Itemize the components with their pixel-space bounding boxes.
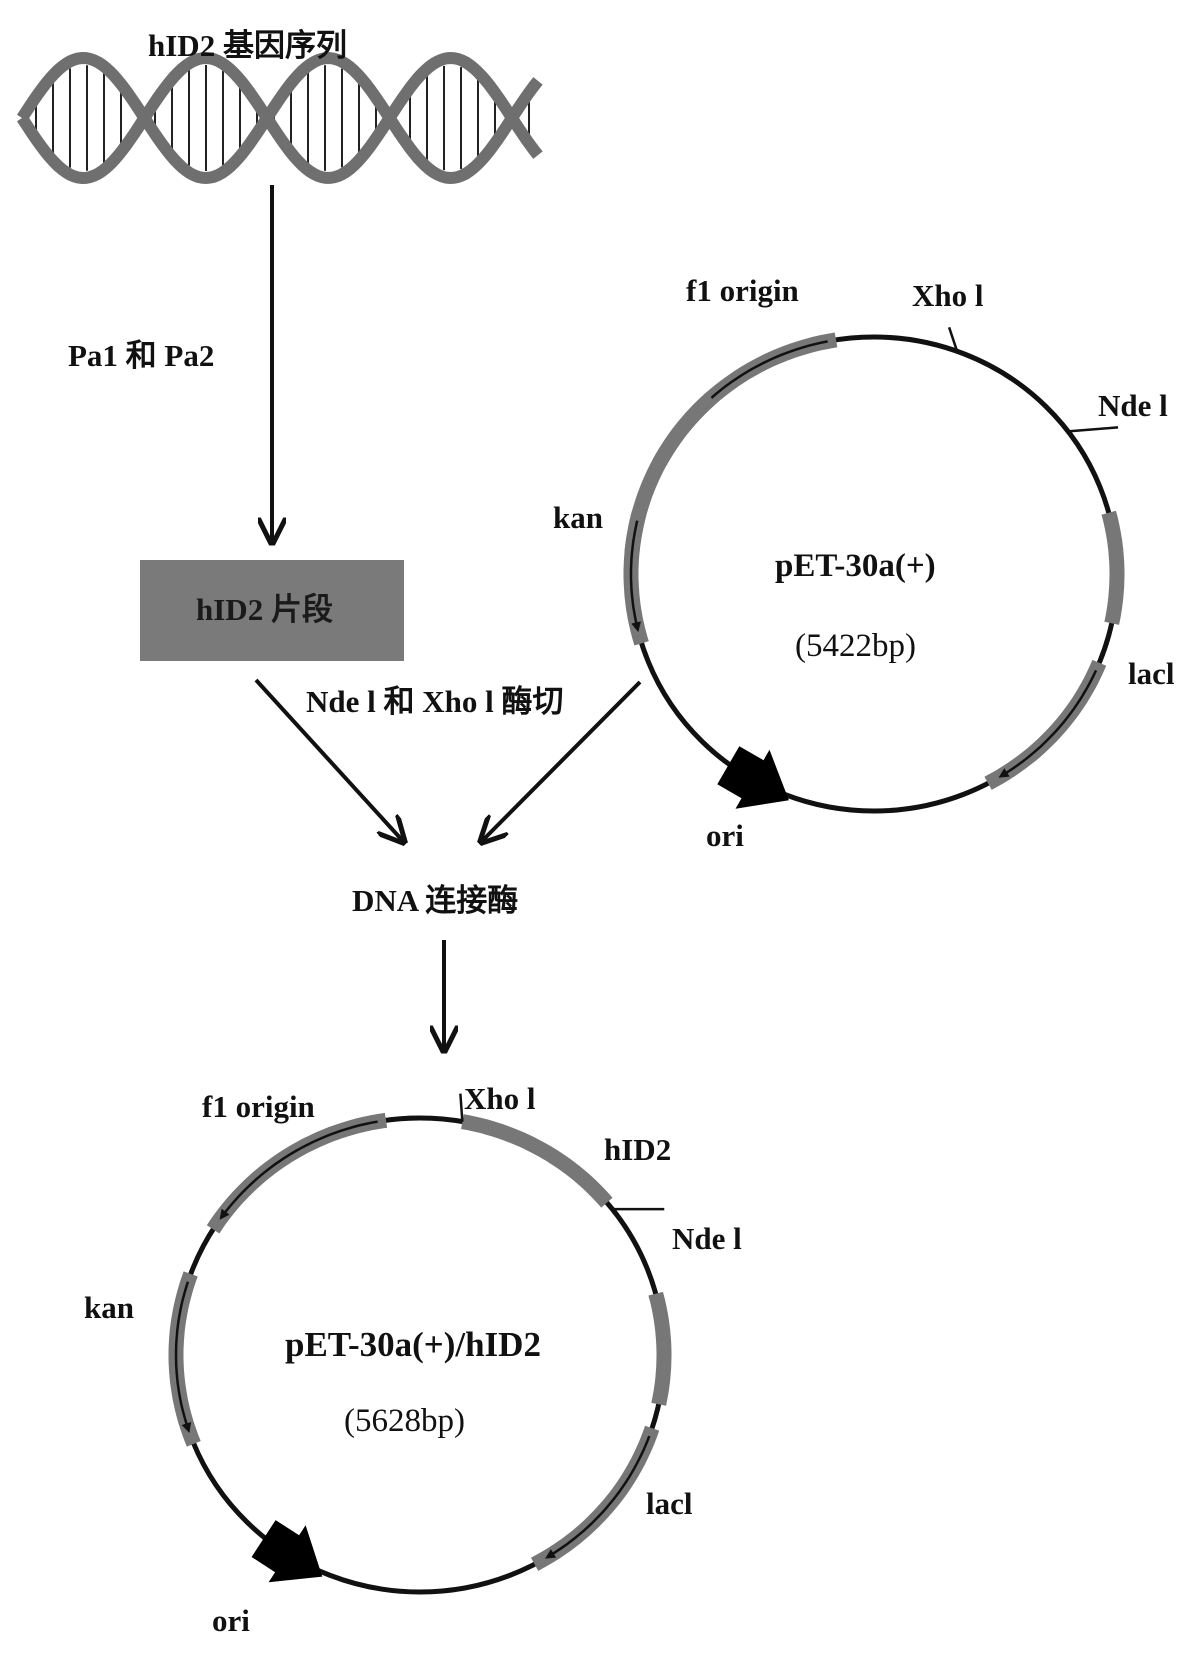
recombinant-plasmid [168,1093,672,1595]
recombinant-f1-origin-segment [206,1112,388,1234]
vector-lacl-label: lacl [1128,656,1175,691]
recombinant-ori-label: ori [212,1603,250,1638]
primer-label: Pa1 和 Pa2 [68,338,215,373]
recombinant-xho-site-tick [459,1093,464,1122]
vector-plasmid [623,326,1125,814]
vector-ori-label: ori [706,818,744,853]
vector-kan-label: kan [553,500,603,535]
recombinant-kan-segment-direction-arrow [174,1281,192,1433]
recombinant-kan-label: kan [84,1290,134,1325]
vector-nde-site-tick [1067,426,1119,433]
vector-lacl-segment-direction-arrow [998,669,1098,778]
ligase-label: DNA 连接酶 [352,883,519,918]
arrow-fragment-to-ligase [254,678,402,840]
recombinant-insert-label: hID2 [604,1132,672,1167]
vector-nde-label: Nde l [1098,388,1168,423]
vector-f1-origin-segment-direction-arrow [665,340,828,453]
vector-kan-segment-top [624,392,717,555]
dna-helix-icon [16,51,543,185]
gene-sequence-title: hID2 基因序列 [148,28,347,63]
recombinant-nde-label: Nde l [672,1221,742,1256]
recombinant-name: pET-30a(+)/hID2 [285,1325,541,1364]
recombinant-f1-label: f1 origin [202,1089,315,1124]
vector-xho-site-tick [947,326,959,352]
vector-f1-origin-segment [652,332,838,467]
vector-kan-segment-direction-arrow [629,520,641,633]
recombinant-lacl-segment-upper [648,1291,672,1406]
vector-size: (5422bp) [795,628,916,664]
vector-lacl-segment [984,659,1107,790]
vector-xho-label: Xho l [912,278,984,313]
recombinant-lacl-label: lacl [646,1486,693,1521]
recombinant-ori-arrow-icon [251,1520,323,1583]
recombinant-size: (5628bp) [344,1403,465,1439]
vector-ori-arrow-icon [717,746,789,809]
hid2-fragment-box [140,560,404,661]
recombinant-xho-label: Xho l [464,1081,536,1116]
vector-f1-label: f1 origin [686,273,799,308]
recombinant-hid2-segment [461,1114,613,1208]
recombinant-lacl-segment-direction-arrow [545,1435,651,1559]
arrow-vector-to-ligase [483,680,642,840]
fragment-label: hID2 片段 [196,592,333,627]
recombinant-f1-origin-segment-direction-arrow [219,1120,378,1220]
digest-label: Nde l 和 Xho l 酶切 [306,684,564,719]
vector-lacl-segment-upper [1101,510,1125,625]
vector-name: pET-30a(+) [775,548,936,584]
recombinant-lacl-segment [530,1425,660,1571]
